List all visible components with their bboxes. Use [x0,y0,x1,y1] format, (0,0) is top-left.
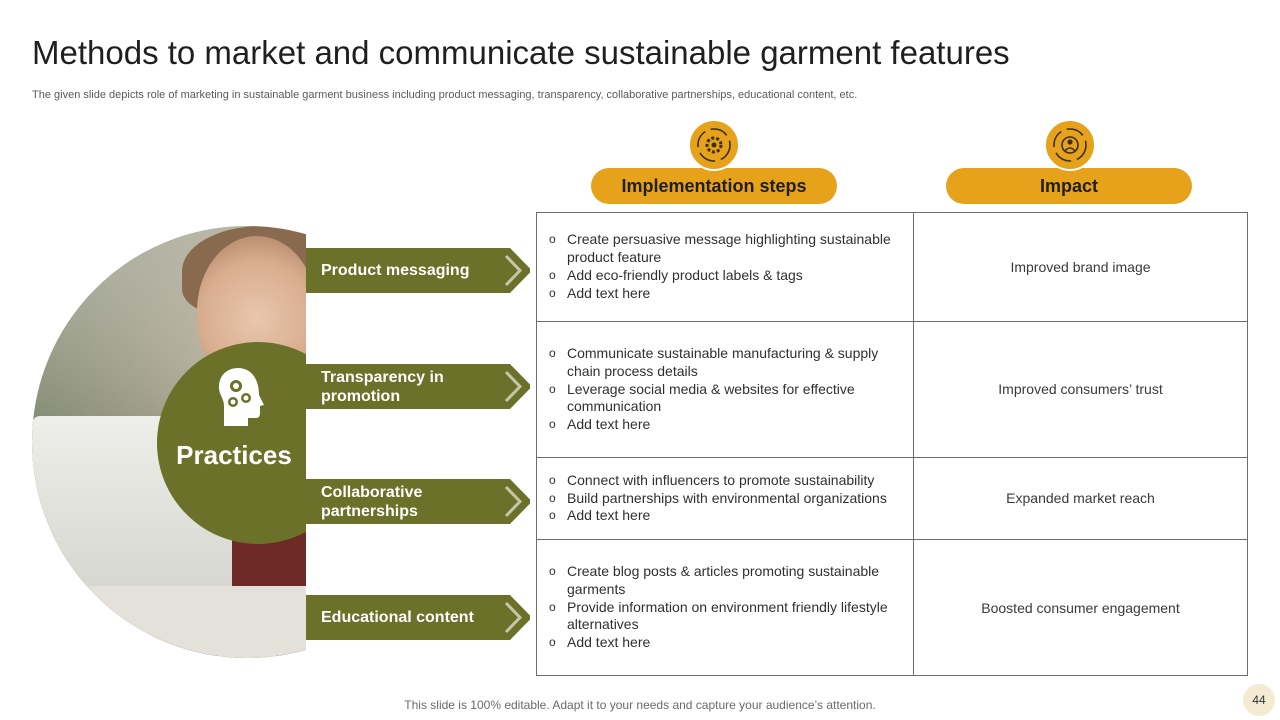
table-row: Create blog posts & articles promoting s… [536,539,1248,676]
practice-arrow-product-messaging: Product messaging [306,248,530,293]
step-item: Add text here [549,507,905,525]
footer-note: This slide is 100% editable. Adapt it to… [404,698,876,712]
practice-label: Collaborative partnerships [321,483,423,520]
impact-cell: Expanded market reach [913,456,1248,541]
step-item: Add text here [549,416,905,434]
practice-arrow-transparency: Transparency in promotion [306,364,530,409]
head-gears-icon [218,368,264,426]
table-row: Create persuasive message highlighting s… [536,211,1248,323]
impact-header: Impact [946,168,1192,204]
step-item: Communicate sustainable manufacturing & … [549,345,905,381]
practice-label: Educational content [321,609,474,626]
step-item: Create persuasive message highlighting s… [549,231,905,267]
practices-label: Practices [176,440,292,470]
slide-subtitle: The given slide depicts role of marketin… [32,89,858,101]
step-item: Leverage social media & websites for eff… [549,381,905,417]
step-item: Provide information on environment frien… [549,599,905,635]
table-row: Connect with influencers to promote sust… [536,456,1248,541]
practice-arrow-collaborative: Collaborative partnerships [306,479,530,524]
gear-cycle-icon [688,119,740,171]
impact-cell: Improved brand image [913,211,1248,323]
steps-cell: Communicate sustainable manufacturing & … [536,321,914,458]
practices-table: Create persuasive message highlighting s… [536,211,1248,676]
steps-cell: Connect with influencers to promote sust… [536,456,914,541]
steps-cell: Create persuasive message highlighting s… [536,211,914,323]
practice-arrow-educational: Educational content [306,595,530,640]
slide-title: Methods to market and communicate sustai… [32,34,1010,71]
practice-label: Transparency in promotion [321,368,444,405]
step-item: Connect with influencers to promote sust… [549,472,905,490]
steps-cell: Create blog posts & articles promoting s… [536,539,914,676]
impact-cell: Improved consumers’ trust [913,321,1248,458]
step-item: Add text here [549,634,905,652]
steps-header: Implementation steps [591,168,837,204]
practice-label: Product messaging [321,262,470,279]
step-item: Add text here [549,285,905,303]
step-item: Create blog posts & articles promoting s… [549,563,905,599]
table-row: Communicate sustainable manufacturing & … [536,321,1248,458]
step-item: Build partnerships with environmental or… [549,490,905,508]
step-item: Add eco-friendly product labels & tags [549,267,905,285]
impact-cell: Boosted consumer engagement [913,539,1248,676]
target-cycle-icon [1044,119,1096,171]
page-number: 44 [1243,684,1275,716]
